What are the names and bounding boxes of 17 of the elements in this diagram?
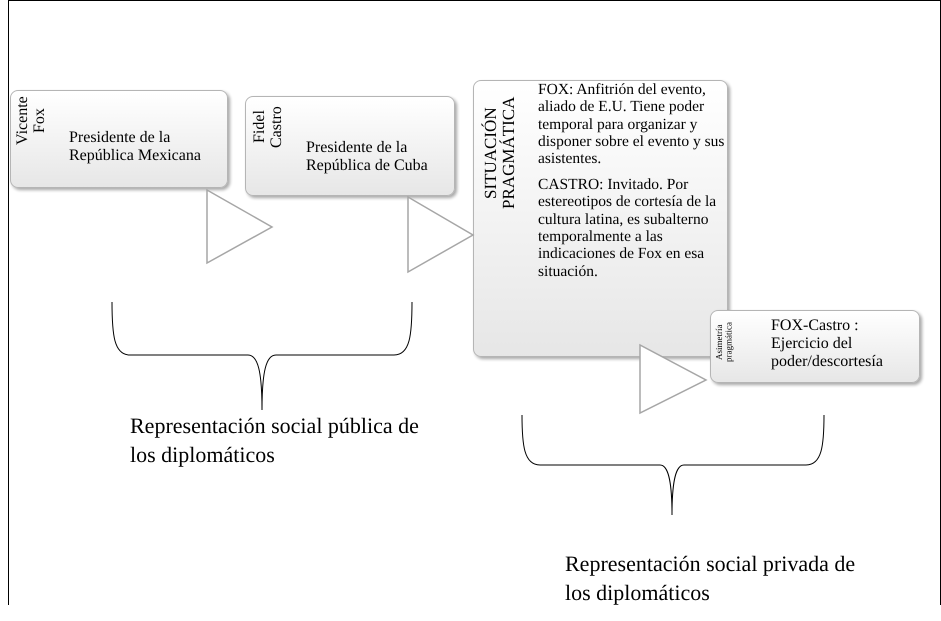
group-caption: Representación social privada de los diplomáticos xyxy=(565,550,856,607)
box-title: Asimetría pragmática xyxy=(715,321,734,364)
chevron-arrow xyxy=(407,196,474,274)
box-title: SITUACIÓN PRAGMÁTICA xyxy=(482,96,519,212)
group-caption: Representación social pública de los diplomáticos xyxy=(130,412,420,469)
box-text: CASTRO: Invitado. Por estereotipos de cortesía de la cultura latina, es subalterno temporalmente a las indicaciones de Fox en esa situación. xyxy=(538,176,718,280)
box-text: Presidente de la República de Cuba xyxy=(306,139,429,175)
box-text: FOX-Castro : Ejercicio del poder/descortesía xyxy=(771,317,884,371)
process-box xyxy=(710,310,920,383)
box-text: Presidente de la República Mexicana xyxy=(69,129,202,165)
chevron-arrow xyxy=(639,344,708,414)
chevron-arrow xyxy=(206,188,274,264)
process-box xyxy=(245,96,455,196)
box-title: Fidel Castro xyxy=(252,105,286,150)
box-title: Vicente Fox xyxy=(15,96,49,148)
process-box xyxy=(10,90,228,188)
box-text: FOX: Anfitrión del evento, aliado de E.U. Tiene poder temporal para organizar y disponer sobre el evento y sus asistentes. xyxy=(538,81,726,168)
